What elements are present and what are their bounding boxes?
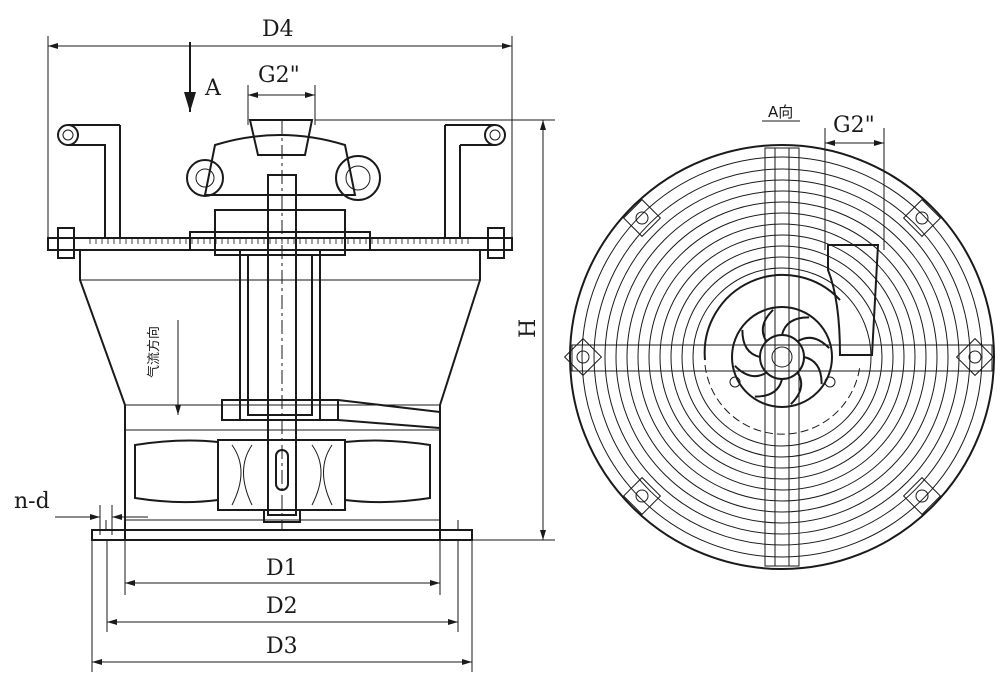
ring bbox=[681, 256, 883, 458]
bolt-hole bbox=[968, 350, 982, 364]
handle-left bbox=[57, 124, 121, 238]
bearing-head bbox=[186, 119, 381, 256]
dim-h-label: H bbox=[516, 319, 541, 338]
blade bbox=[797, 336, 830, 349]
dimension-d2: D2 bbox=[106, 540, 459, 632]
bolt-hole bbox=[915, 211, 929, 225]
ring bbox=[604, 179, 960, 535]
outlet-duct bbox=[827, 244, 880, 356]
dim-d4-label: D4 bbox=[262, 17, 294, 42]
dimension-h: H bbox=[315, 119, 555, 541]
ring bbox=[637, 212, 927, 502]
housing-body bbox=[79, 250, 481, 540]
view-a-label: A向 bbox=[768, 103, 793, 121]
view-arrow-a: A bbox=[184, 42, 222, 112]
base-plate bbox=[91, 529, 473, 541]
dim-g2-label: G2" bbox=[258, 63, 300, 88]
dimension-d1: D1 bbox=[124, 540, 441, 595]
blade bbox=[781, 316, 810, 336]
bolt-hole bbox=[635, 211, 649, 225]
ring bbox=[593, 168, 971, 546]
ribs bbox=[571, 147, 993, 567]
blade bbox=[790, 372, 803, 405]
bolt-hole bbox=[915, 489, 929, 503]
blade bbox=[761, 309, 774, 342]
dim-d3-label: D3 bbox=[266, 634, 298, 659]
view-arrow-label: A bbox=[204, 76, 222, 101]
dim-d1-label: D1 bbox=[266, 556, 298, 581]
spiral-rings bbox=[569, 144, 995, 570]
blade bbox=[734, 365, 767, 378]
dim-g2-top-label: G2" bbox=[833, 113, 875, 138]
ring bbox=[692, 267, 872, 447]
side-view: D4 A G2" H bbox=[14, 17, 555, 672]
ring bbox=[648, 223, 916, 491]
bolt-left bbox=[57, 227, 75, 259]
bolt-hole bbox=[635, 489, 649, 503]
ring bbox=[659, 234, 905, 480]
impeller-side bbox=[134, 439, 431, 523]
blade bbox=[754, 378, 783, 398]
ring bbox=[615, 190, 949, 524]
blade bbox=[741, 329, 761, 358]
mounting-holes bbox=[563, 198, 995, 516]
shaft-assembly bbox=[221, 120, 441, 530]
dimension-g2: G2" bbox=[247, 63, 316, 125]
handle-right bbox=[444, 124, 506, 238]
dimension-d3: D3 bbox=[91, 540, 473, 672]
dimension-nd: n-d bbox=[14, 489, 148, 535]
bolt-right bbox=[487, 227, 505, 259]
airflow-indicator: 气流方向 bbox=[146, 320, 181, 415]
top-flange bbox=[47, 237, 513, 251]
top-view: A向 G2" bbox=[563, 103, 995, 570]
airflow-label: 气流方向 bbox=[146, 326, 162, 378]
ring bbox=[626, 201, 938, 513]
ring bbox=[670, 245, 894, 469]
bolt-hole bbox=[576, 350, 590, 364]
blade bbox=[803, 356, 823, 385]
dim-nd-label: n-d bbox=[14, 489, 50, 514]
dim-d2-label: D2 bbox=[266, 594, 298, 619]
dimension-d4: D4 bbox=[47, 17, 513, 240]
impeller-top bbox=[703, 273, 861, 435]
dimension-g2-top: G2" bbox=[824, 113, 885, 250]
